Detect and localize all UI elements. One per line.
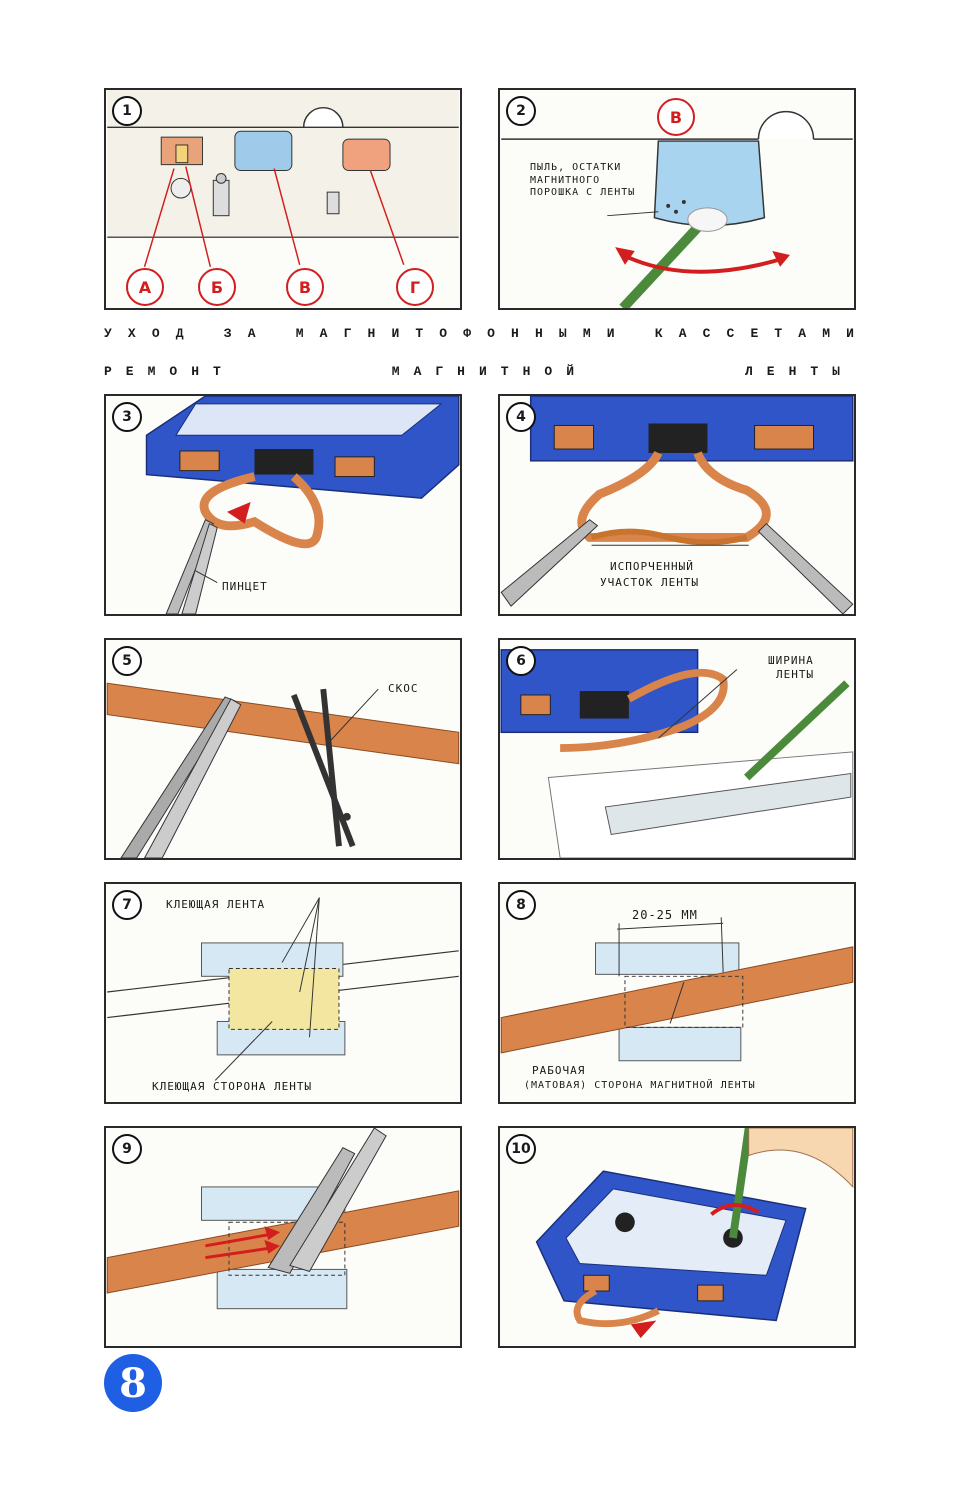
damaged-section-label-2: УЧАСТОК ЛЕНТЫ xyxy=(600,576,700,589)
tape-width-label-2: ЛЕНТЫ xyxy=(776,668,815,681)
step-number: 3 xyxy=(112,402,142,432)
bevel-cut-drawing xyxy=(106,682,460,858)
panel-7-adhesive-tape: 7 КЛЕЮЩАЯ ЛЕНТА КЛЕЮЩАЯ СТОРОНА ЛЕНТЫ xyxy=(104,882,462,1104)
heading-letter: О xyxy=(151,326,160,341)
adhesive-tape-drawing xyxy=(107,897,459,1081)
cleaning-drawing xyxy=(501,110,853,308)
marker-g: Г xyxy=(396,268,434,306)
step-number: 4 xyxy=(506,402,536,432)
marker-b: Б xyxy=(198,268,236,306)
marker-v: В xyxy=(286,268,324,306)
step-number: 6 xyxy=(506,646,536,676)
step-number: 7 xyxy=(112,890,142,920)
splice-length-dimension: 20-25 ММ xyxy=(632,908,698,922)
tweezers-label: ПИНЦЕТ xyxy=(222,580,268,593)
heading-word: РЕМОНТ xyxy=(104,364,235,379)
damaged-section-label-1: ИСПОРЧЕННЫЙ xyxy=(610,560,694,573)
rewind-pencil-drawing xyxy=(535,1128,854,1339)
adhesive-side-label: КЛЕЮЩАЯ СТОРОНА ЛЕНТЫ xyxy=(152,1080,313,1093)
heading-letter: Н xyxy=(367,326,376,341)
heading-letter: Н xyxy=(534,326,543,341)
adhesive-tape-label: КЛЕЮЩАЯ ЛЕНТА xyxy=(166,898,266,911)
step-number: 8 xyxy=(506,890,536,920)
heading-letter: А xyxy=(798,326,807,341)
heading-letter: С xyxy=(726,326,735,341)
section-heading-care: У Х О Д З А М А Г Н И Т О Ф О Н Н Ы М И … xyxy=(104,326,854,341)
panel-9-trim-splice: 9 xyxy=(104,1126,462,1348)
heading-letter: И xyxy=(606,326,615,341)
heading-letter: Н xyxy=(511,326,519,341)
heading-letter: Т xyxy=(774,326,783,341)
heading-letter: Т xyxy=(415,326,424,341)
step-number: 5 xyxy=(112,646,142,676)
tape-width-label-1: ШИРИНА xyxy=(768,654,814,667)
heading-letter: А xyxy=(678,326,687,341)
step-number: 2 xyxy=(506,96,536,126)
heading-letter: К xyxy=(654,326,663,341)
page-number-badge: 8 xyxy=(104,1354,162,1412)
heading-word: ЛЕНТЫ xyxy=(744,364,854,379)
heading-letter: Д xyxy=(175,326,184,341)
heading-letter: А xyxy=(247,326,256,341)
step-number: 1 xyxy=(112,96,142,126)
step-number: 9 xyxy=(112,1134,142,1164)
panel-8-splice-length: 8 20-25 ММ РАБОЧАЯ (МАТОВАЯ) СТОРОНА МАГ… xyxy=(498,882,856,1104)
heading-letter: Г xyxy=(343,326,352,341)
trim-splice-drawing xyxy=(106,1128,460,1310)
deck-mechanism-drawing xyxy=(107,90,459,267)
heading-letter: З xyxy=(223,326,232,341)
panel-6-tape-width: 6 ШИРИНА ЛЕНТЫ xyxy=(498,638,856,860)
heading-letter: Х xyxy=(127,326,136,341)
heading-letter: А xyxy=(319,326,328,341)
heading-letter: Е xyxy=(750,326,759,341)
heading-letter: И xyxy=(846,326,854,341)
splice-length-drawing xyxy=(500,917,854,1062)
heading-letter: И xyxy=(391,326,400,341)
heading-letter: О xyxy=(439,326,448,341)
scissors-tape-drawing xyxy=(500,396,854,614)
heading-letter: Ф xyxy=(463,326,472,341)
marker-v: В xyxy=(657,98,695,136)
panel-1-tape-path-parts: 1 А Б В Г xyxy=(104,88,462,310)
heading-letter: М xyxy=(822,326,831,341)
dust-label: ПЫЛЬ, ОСТАТКИ МАГНИТНОГО ПОРОШКА С ЛЕНТЫ xyxy=(530,162,636,198)
marker-a: А xyxy=(126,268,164,306)
panel-3-pull-tape: 3 ПИНЦЕТ xyxy=(104,394,462,616)
panel-4-cut-damaged-section: 4 ИСПОРЧЕННЫЙ УЧАСТОК ЛЕНТЫ xyxy=(498,394,856,616)
heading-letter: М xyxy=(582,326,591,341)
heading-letter: У xyxy=(104,326,112,341)
heading-letter: О xyxy=(487,326,495,341)
bevel-label: СКОС xyxy=(388,682,419,695)
panel-5-bevel-cut: 5 СКОС xyxy=(104,638,462,860)
working-side-label-1: РАБОЧАЯ xyxy=(532,1064,586,1077)
heading-letter: С xyxy=(702,326,711,341)
section-heading-repair: РЕМОНТ МАГНИТНОЙ ЛЕНТЫ xyxy=(104,364,854,379)
heading-word: МАГНИТНОЙ xyxy=(391,364,588,379)
heading-letter: М xyxy=(295,326,304,341)
step-number: 10 xyxy=(506,1134,536,1164)
heading-letter: Ы xyxy=(558,326,567,341)
panel-2-cleaning-head: 2 В ПЫЛЬ, ОСТАТКИ МАГНИТНОГО ПОРОШКА С Л… xyxy=(498,88,856,310)
panel-10-rewind-tape: 10 xyxy=(498,1126,856,1348)
cassette-tweezers-drawing xyxy=(145,396,460,614)
working-side-label-2: (МАТОВАЯ) СТОРОНА МАГНИТНОЙ ЛЕНТЫ xyxy=(524,1080,756,1091)
